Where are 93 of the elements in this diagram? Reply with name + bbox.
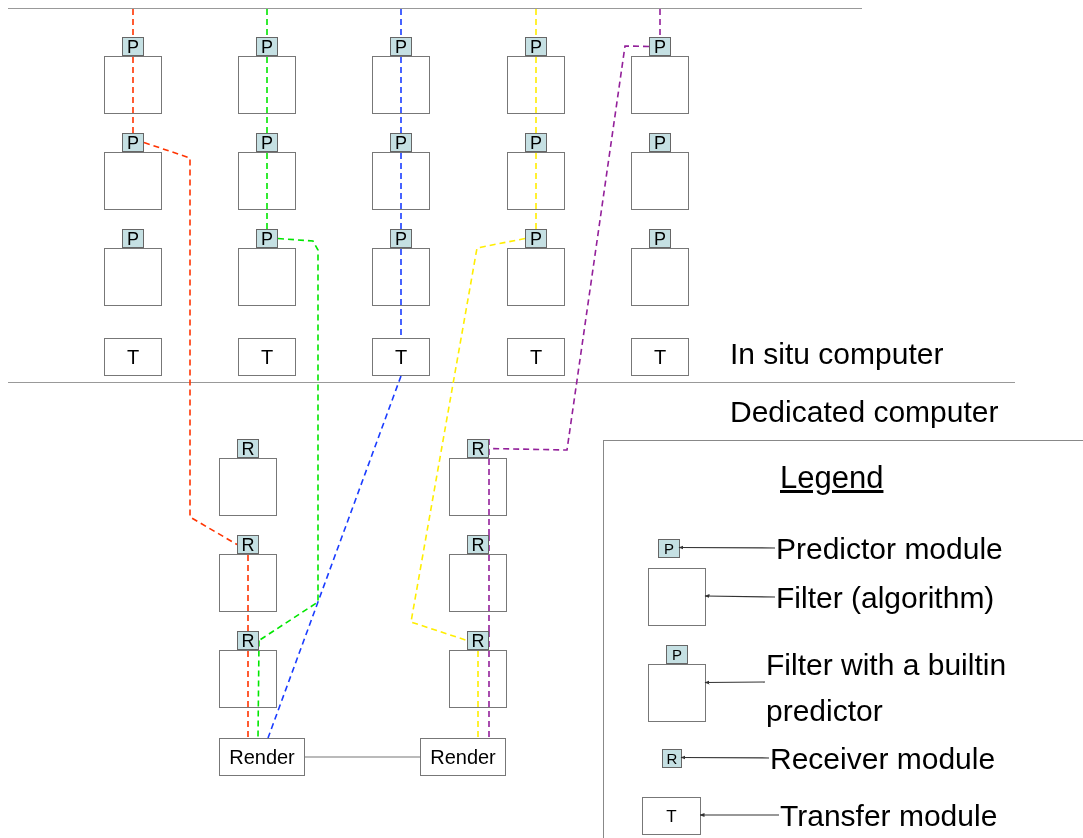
filter-box: [219, 631, 277, 708]
arrow: [704, 594, 776, 599]
tab-letter: P: [654, 133, 666, 152]
tab-letter: R: [471, 535, 485, 554]
filter-box: [507, 133, 565, 210]
module-box: [219, 738, 305, 776]
connector-line: [266, 8, 268, 38]
tab-letter: P: [127, 229, 139, 248]
tab-letter: R: [666, 751, 678, 766]
section-label: In situ computer: [730, 336, 944, 372]
legend-heading: Legend: [780, 461, 884, 496]
tab-letter: P: [530, 37, 542, 56]
tab-letter: P: [395, 37, 407, 56]
module-box: [238, 338, 296, 376]
filter-box: [631, 133, 689, 210]
filter-box: [238, 229, 296, 306]
module-tab: [658, 539, 680, 558]
tab-letter: P: [654, 37, 666, 56]
legend-panel: [603, 440, 1083, 838]
arrow: [704, 680, 766, 685]
connector-line: [488, 630, 490, 739]
connector-line: [257, 639, 260, 739]
connector-line: [400, 8, 402, 38]
box-label: T: [260, 347, 274, 367]
filter-box: [238, 133, 296, 210]
box-label: T: [126, 347, 140, 367]
tab-letter: P: [261, 229, 273, 248]
section-label: Dedicated computer: [730, 394, 999, 430]
filter-box: [104, 37, 162, 114]
tab-letter: P: [654, 229, 666, 248]
filter-box: [507, 37, 565, 114]
tab-letter: P: [530, 133, 542, 152]
filter-box: [219, 439, 277, 516]
filter-box: [372, 229, 430, 306]
module-box: [372, 338, 430, 376]
box-label: T: [529, 347, 543, 367]
tab-letter: R: [241, 631, 255, 650]
filter-box: [104, 229, 162, 306]
tab-letter: R: [241, 439, 255, 458]
box-label: Render: [430, 747, 496, 767]
filter-box: [372, 37, 430, 114]
connector-line: [143, 141, 238, 546]
module-box: [631, 338, 689, 376]
filter-box: [631, 229, 689, 306]
tab-letter: P: [664, 541, 674, 556]
arrow: [678, 545, 776, 550]
connector-line: [258, 237, 319, 642]
filter-box: [104, 133, 162, 210]
connector-line: [132, 8, 134, 38]
filter-box: [449, 631, 507, 708]
connector-line: [659, 8, 661, 38]
legend-text: Filter (algorithm): [776, 580, 1076, 616]
tab-letter: R: [471, 439, 485, 458]
arrow: [680, 755, 770, 760]
tab-letter: P: [672, 647, 682, 662]
connector-line: [304, 756, 421, 758]
tab-letter: P: [395, 133, 407, 152]
tab-letter: P: [261, 133, 273, 152]
tab-letter: R: [471, 631, 485, 650]
filter-box: [648, 645, 706, 722]
module-box: [104, 338, 162, 376]
connector-line: [488, 534, 490, 632]
tab-letter: P: [530, 229, 542, 248]
box-label: T: [394, 347, 408, 367]
legend-text: Predictor module: [776, 531, 1076, 567]
filter-box: [449, 439, 507, 516]
filter-box: [219, 535, 277, 612]
tab-letter: P: [395, 229, 407, 248]
tab-letter: P: [261, 37, 273, 56]
filter-box: [372, 133, 430, 210]
box-label: Render: [229, 747, 295, 767]
filter-box: [238, 37, 296, 114]
filter-box: [507, 229, 565, 306]
filter-box: [631, 37, 689, 114]
legend-text: Transfer module: [780, 798, 1070, 834]
legend-text: Filter with a builtin predictor: [766, 642, 1076, 734]
filter-box: [449, 535, 507, 612]
connector-line: [267, 375, 402, 739]
tab-letter: R: [241, 535, 255, 554]
filter-box: [648, 568, 706, 626]
tab-letter: P: [127, 37, 139, 56]
connector-line: [535, 8, 537, 38]
connector-line: [488, 438, 490, 536]
box-label: T: [666, 807, 677, 825]
module-box: [642, 797, 701, 835]
box-label: T: [653, 347, 667, 367]
module-box: [507, 338, 565, 376]
tab-letter: P: [127, 133, 139, 152]
connector-line: [410, 237, 526, 642]
module-box: [420, 738, 506, 776]
module-tab: [662, 749, 682, 768]
legend-text: Receiver module: [770, 741, 1070, 777]
arrow: [699, 813, 780, 817]
